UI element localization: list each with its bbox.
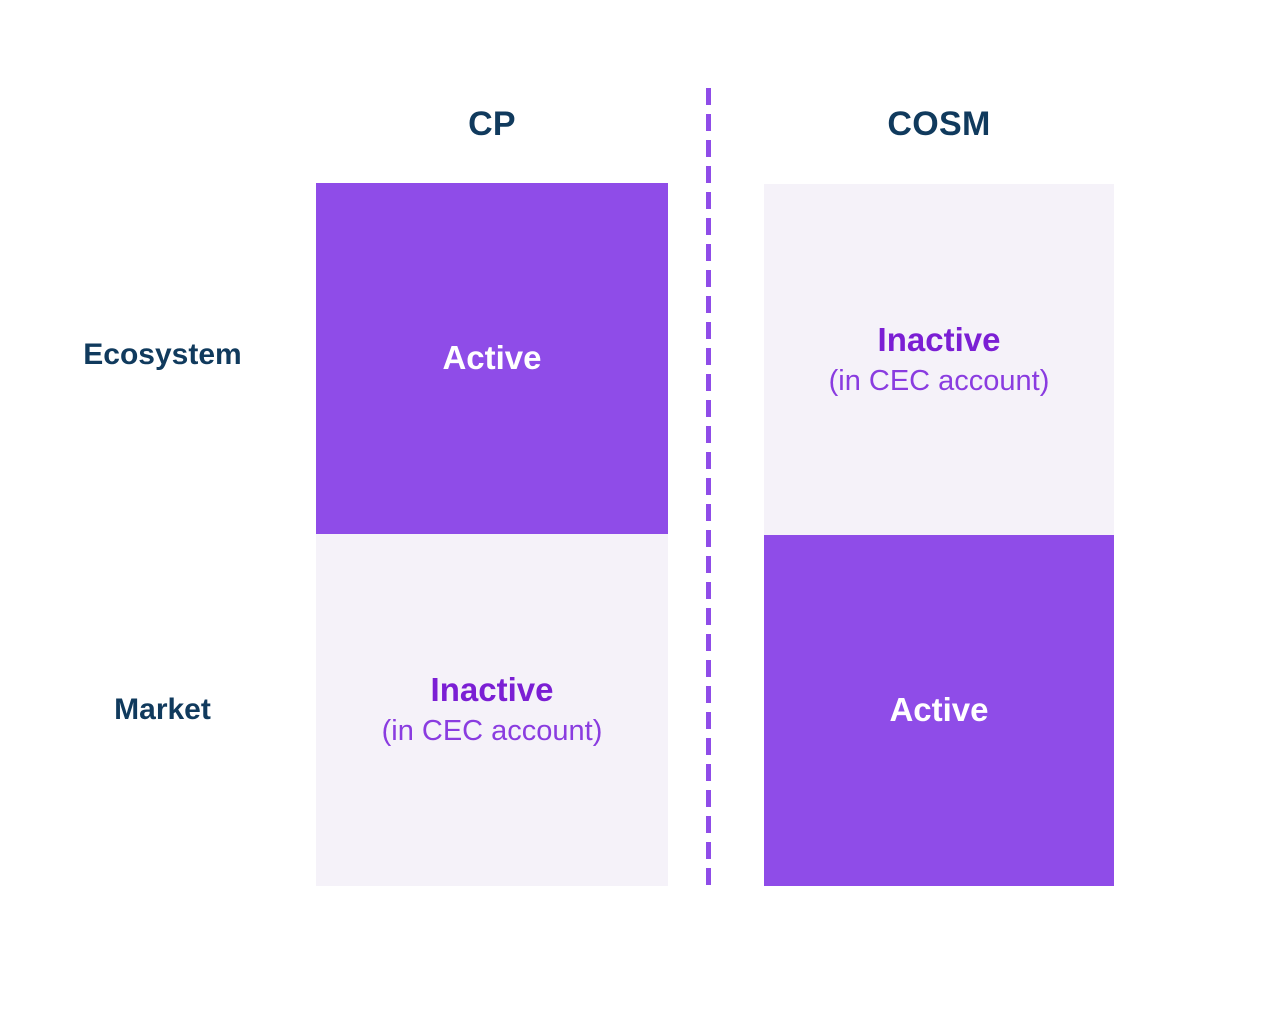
vertical-dashed-divider: [706, 88, 711, 887]
row-label-market: Market: [114, 693, 211, 726]
column-header-cp: CP: [468, 105, 516, 143]
cell-cp-market-title: Inactive: [430, 671, 554, 709]
cell-cosm-market: Active: [764, 535, 1114, 886]
cell-cosm-market-title: Active: [889, 691, 989, 729]
cell-cp-market: Inactive (in CEC account): [316, 534, 668, 886]
cell-cp-ecosystem-title: Active: [442, 339, 542, 377]
cell-cp-ecosystem: Active: [316, 183, 668, 534]
cell-cp-market-subtitle: (in CEC account): [381, 715, 603, 748]
cell-cosm-ecosystem-subtitle: (in CEC account): [828, 364, 1050, 397]
cell-cosm-ecosystem: Inactive (in CEC account): [764, 184, 1114, 535]
column-header-cosm: COSM: [887, 105, 991, 143]
row-label-ecosystem: Ecosystem: [83, 338, 242, 371]
cell-cosm-ecosystem-title: Inactive: [877, 320, 1001, 358]
